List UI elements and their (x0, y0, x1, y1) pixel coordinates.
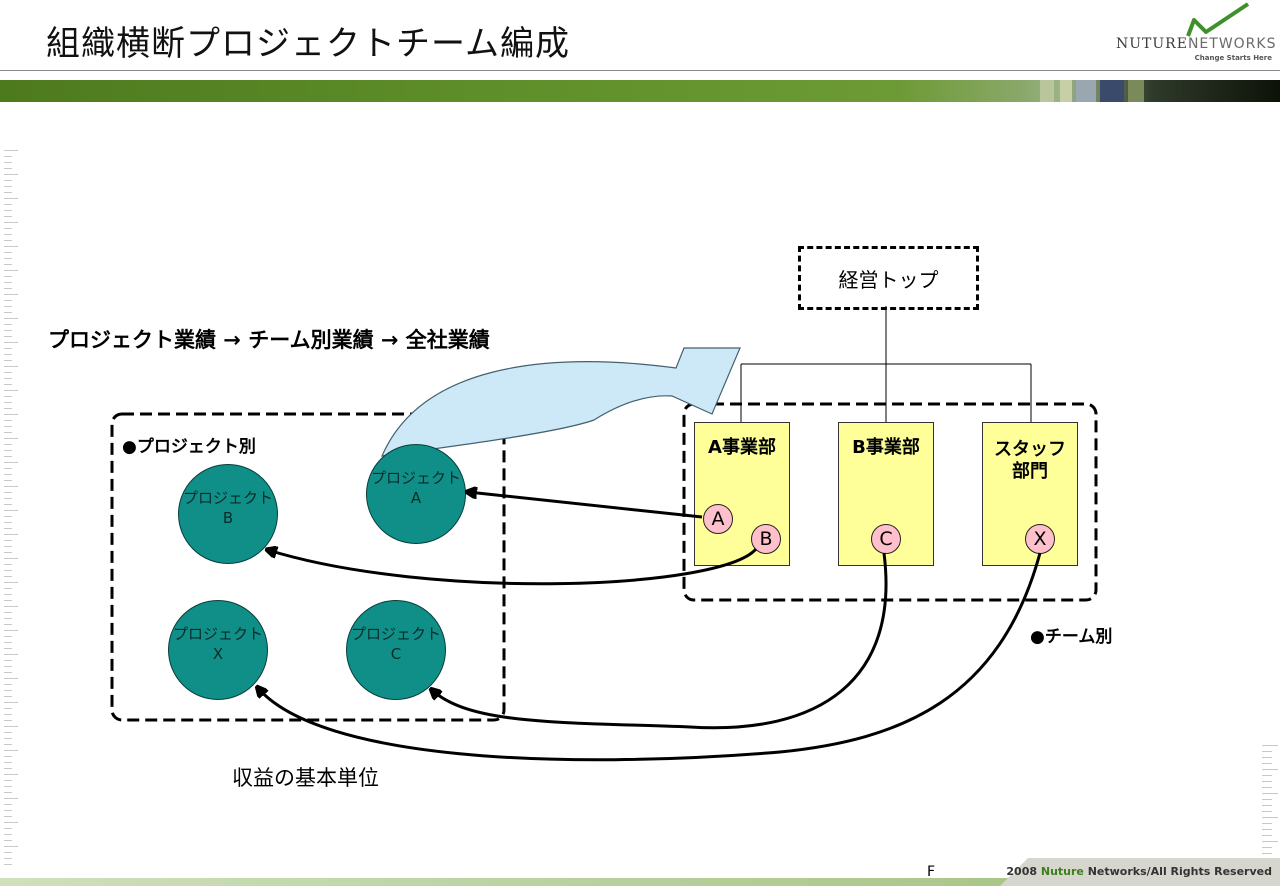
copyright-suffix: Networks/All Rights Reserved (1083, 865, 1272, 878)
band-block (1040, 80, 1054, 102)
header-green-band (0, 80, 1280, 102)
footer-f-mark: F (927, 864, 936, 880)
member-x: X (1025, 524, 1055, 554)
dept-staff-title: スタッフ 部門 (994, 439, 1066, 482)
logo-check-mark (1186, 2, 1250, 37)
basic-unit-caption: 収益の基本単位 (232, 766, 379, 790)
team-group-label: ●チーム別 (1030, 627, 1113, 647)
management-box (798, 246, 979, 310)
project-c-label: プロジェクト C (350, 625, 441, 663)
logo-word-2: NETWORKS (1187, 36, 1277, 52)
band-block (1128, 80, 1144, 102)
project-b-circle: プロジェクト B (178, 464, 278, 564)
copyright-brand: Nuture (1040, 865, 1084, 878)
member-c: C (871, 524, 901, 554)
dept-b-title: B事業部 (852, 437, 920, 458)
copyright-prefix: 2008 (1006, 865, 1041, 878)
flow-arrow (381, 347, 741, 457)
logo-tagline: Change Starts Here (1194, 54, 1272, 62)
right-ruler (1262, 745, 1278, 854)
title-divider (0, 70, 1280, 71)
footer-copyright: 2008 Nuture Networks/All Rights Reserved (1006, 865, 1272, 878)
band-block (1060, 80, 1072, 102)
management-label: 経営トップ (838, 267, 939, 292)
footer-tab (1000, 858, 1280, 886)
org-chart-lines (740, 306, 1032, 422)
member-a: A (703, 504, 733, 534)
page-title: 組織横断プロジェクトチーム編成 (46, 24, 570, 64)
project-a-circle: プロジェクト A (366, 444, 466, 544)
band-block (1076, 80, 1096, 102)
project-x-circle: プロジェクト X (168, 600, 268, 700)
member-b: B (751, 524, 781, 554)
performance-flow-text: プロジェクト業績 → チーム別業績 → 全社業績 (48, 328, 490, 352)
project-a-label: プロジェクト A (370, 469, 461, 507)
logo-word-1: NUTURE (1116, 36, 1188, 52)
project-b-label: プロジェクト B (182, 489, 273, 527)
band-block (1100, 80, 1124, 102)
left-ruler (4, 150, 18, 865)
footer-strip (0, 878, 1280, 886)
dept-a-title: A事業部 (708, 437, 776, 458)
project-group-label: ●プロジェクト別 (122, 437, 256, 457)
project-c-circle: プロジェクト C (346, 600, 446, 700)
project-x-label: プロジェクト X (172, 625, 263, 663)
logo: NUTURENETWORKS Change Starts Here (1110, 2, 1278, 72)
